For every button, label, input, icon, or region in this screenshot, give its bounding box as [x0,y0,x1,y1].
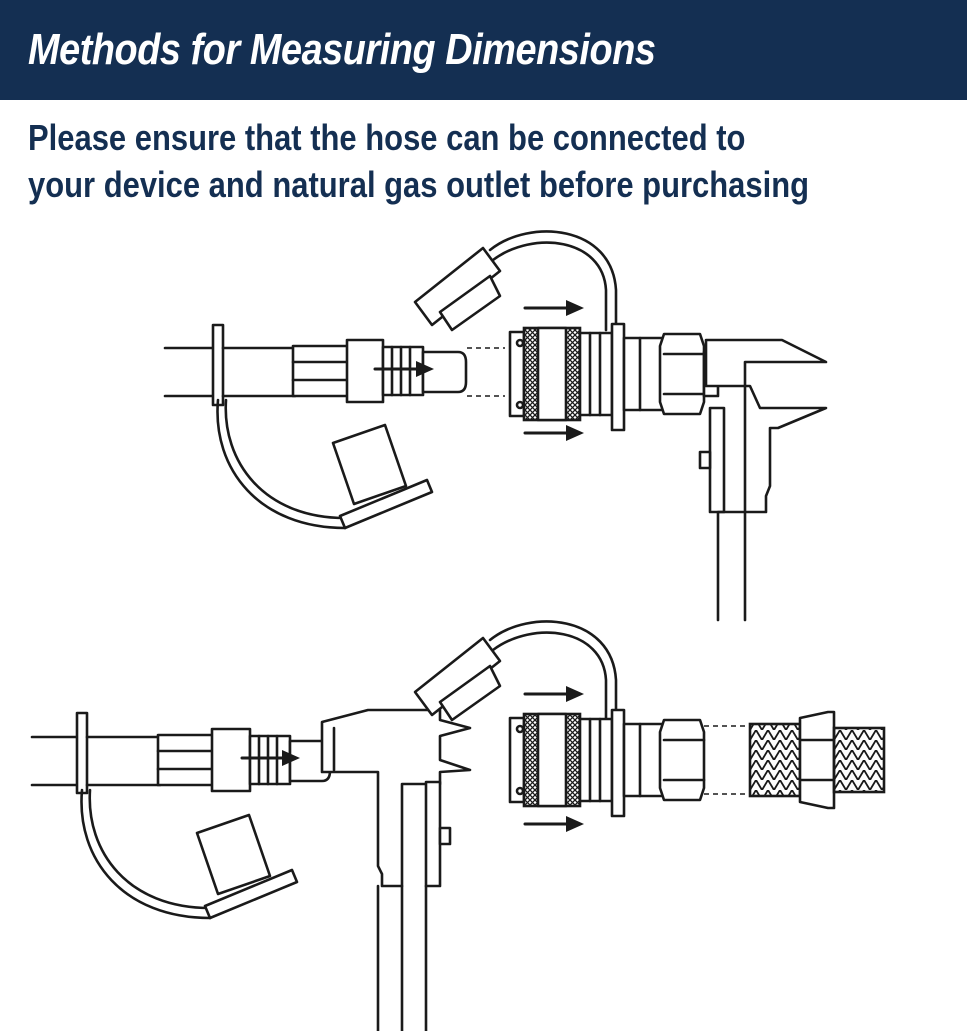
hose-clamp-icon [211,323,225,407]
arrow-right-icon [566,816,584,832]
male-plug-icon [291,338,468,404]
measuring-male-plug [30,620,886,1031]
hose-left-icon [30,735,80,787]
dust-cap-cord-icon [216,398,347,530]
dust-cap-cord-icon [488,620,618,722]
caliper-icon [698,338,828,622]
arrow-right-icon [416,361,434,377]
arrow-right-icon [282,750,300,766]
header-banner: Methods for Measuring Dimensions [0,0,967,100]
instruction-line-2: your device and natural gas outlet befor… [28,164,810,205]
arrow-right-icon [566,425,584,441]
dust-cap-icon [413,636,502,722]
dust-cap-icon [331,423,434,530]
male-plug-icon [156,727,332,793]
quick-connect-socket-icon [508,322,720,432]
arrow-right-icon [566,300,584,316]
caliper-icon [320,708,472,1031]
dust-cap-icon [195,813,299,920]
instruction-line-1: Please ensure that the hose can be conne… [28,117,746,158]
hose-left-icon [163,346,217,398]
page-title: Methods for Measuring Dimensions [28,25,656,74]
instruction-text: Please ensure that the hose can be conne… [28,114,809,208]
measuring-quick-connect-socket [163,230,828,622]
threaded-fitting-icon [748,710,886,810]
quick-connect-socket-icon [508,708,706,818]
hose-clamp-icon [75,711,89,795]
arrow-right-icon [566,686,584,702]
dust-cap-icon [413,246,502,332]
dust-cap-cord-icon [80,788,212,920]
dust-cap-cord-icon [488,230,618,332]
